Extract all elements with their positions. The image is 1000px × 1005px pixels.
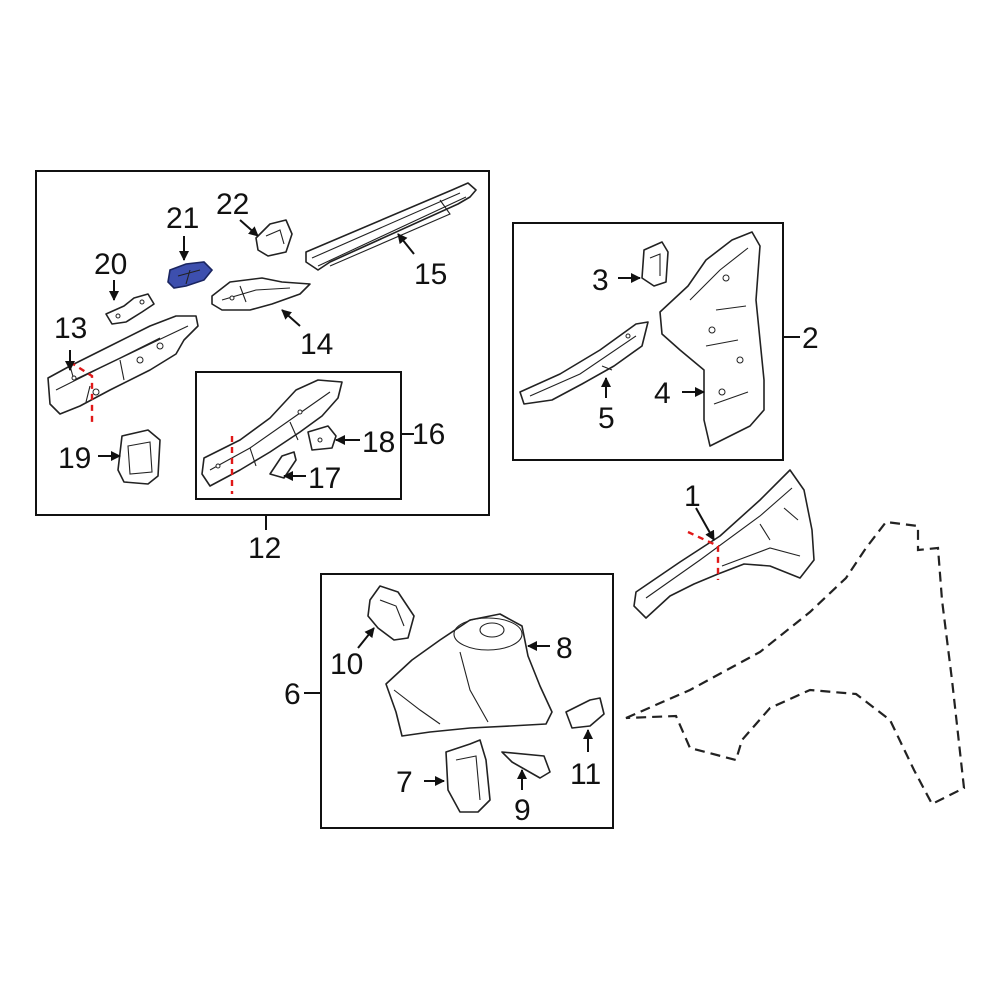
callout-6: 6 <box>284 678 301 711</box>
callout-3: 3 <box>592 264 609 297</box>
callout-19: 19 <box>58 442 91 475</box>
fender-outline-dashed <box>625 520 966 806</box>
part-15[interactable] <box>305 182 477 271</box>
part-8[interactable] <box>385 613 553 737</box>
callout-22: 22 <box>216 188 249 221</box>
callout-21: 21 <box>166 202 199 235</box>
callout-16: 16 <box>412 418 445 451</box>
part-14[interactable] <box>211 277 311 311</box>
part-5[interactable] <box>519 321 649 405</box>
callout-14: 14 <box>300 328 333 361</box>
part-7[interactable] <box>445 739 491 813</box>
leader-lines <box>65 219 800 790</box>
callout-8: 8 <box>556 632 573 665</box>
cut-lines <box>69 360 720 580</box>
part-18[interactable] <box>307 425 337 451</box>
callout-9: 9 <box>514 794 531 827</box>
part-11[interactable] <box>565 697 605 729</box>
group-16-frame <box>195 371 402 500</box>
group-6-frame <box>320 573 614 829</box>
part-20[interactable] <box>105 293 155 325</box>
part-19[interactable] <box>117 429 161 485</box>
part-17[interactable] <box>269 451 297 479</box>
callout-13: 13 <box>54 312 87 345</box>
callout-7: 7 <box>396 766 413 799</box>
callout-1: 1 <box>684 480 701 513</box>
callout-20: 20 <box>94 248 127 281</box>
part-13[interactable] <box>47 315 199 415</box>
part-4[interactable] <box>659 231 765 447</box>
part-3[interactable] <box>641 241 669 287</box>
callout-11: 11 <box>570 758 601 791</box>
part-21-highlighted[interactable] <box>167 261 214 289</box>
callout-12: 12 <box>248 532 281 565</box>
part-1[interactable] <box>633 469 815 619</box>
group-2-frame <box>512 222 784 461</box>
part-22[interactable] <box>255 219 293 257</box>
part-10[interactable] <box>367 585 415 641</box>
part-9[interactable] <box>501 751 551 779</box>
part-16[interactable] <box>201 379 343 487</box>
callout-2: 2 <box>802 322 819 355</box>
callout-15: 15 <box>414 258 447 291</box>
group-12-frame <box>35 170 490 516</box>
callout-10: 10 <box>330 648 363 681</box>
callout-17: 17 <box>308 462 341 495</box>
callout-5: 5 <box>598 402 615 435</box>
callout-4: 4 <box>654 377 671 410</box>
callout-18: 18 <box>362 426 395 459</box>
